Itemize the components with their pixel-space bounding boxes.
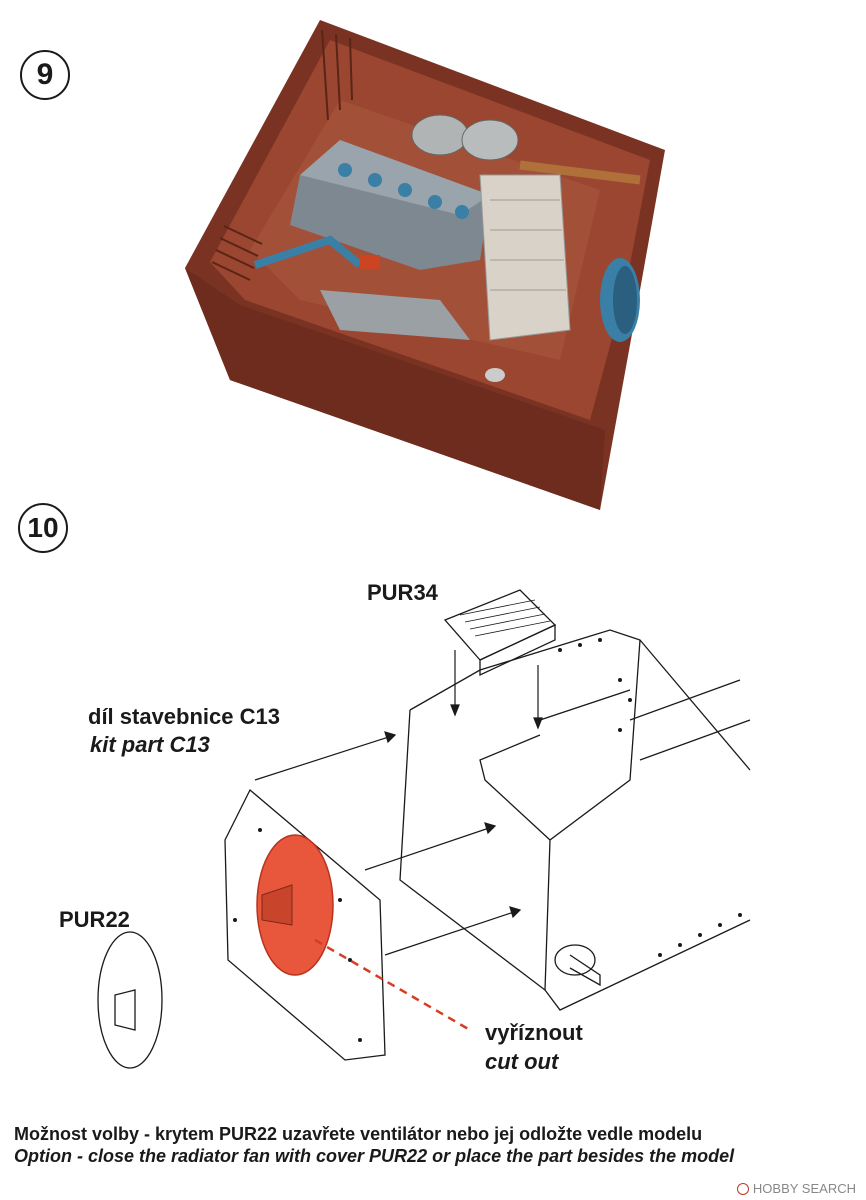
option-caption-cz: Možnost volby - krytem PUR22 uzavřete ve… (14, 1124, 703, 1144)
cut-out-label-en: cut out (485, 1049, 559, 1074)
step-10-badge: 10 (18, 503, 68, 553)
watermark: HOBBY SEARCH (736, 1181, 856, 1196)
pur34-label: PUR34 (367, 580, 438, 605)
kit-part-label-en: kit part C13 (90, 732, 210, 757)
option-caption-en: Option - close the radiator fan with cov… (14, 1146, 735, 1166)
cut-out-label-cz: vyříznout (485, 1020, 583, 1045)
step-9-badge: 9 (20, 50, 70, 100)
watermark-text: HOBBY SEARCH (752, 1181, 856, 1196)
kit-part-label-cz: díl stavebnice C13 (88, 704, 280, 729)
watermark-logo-icon (736, 1182, 749, 1195)
pur22-label: PUR22 (59, 907, 130, 932)
